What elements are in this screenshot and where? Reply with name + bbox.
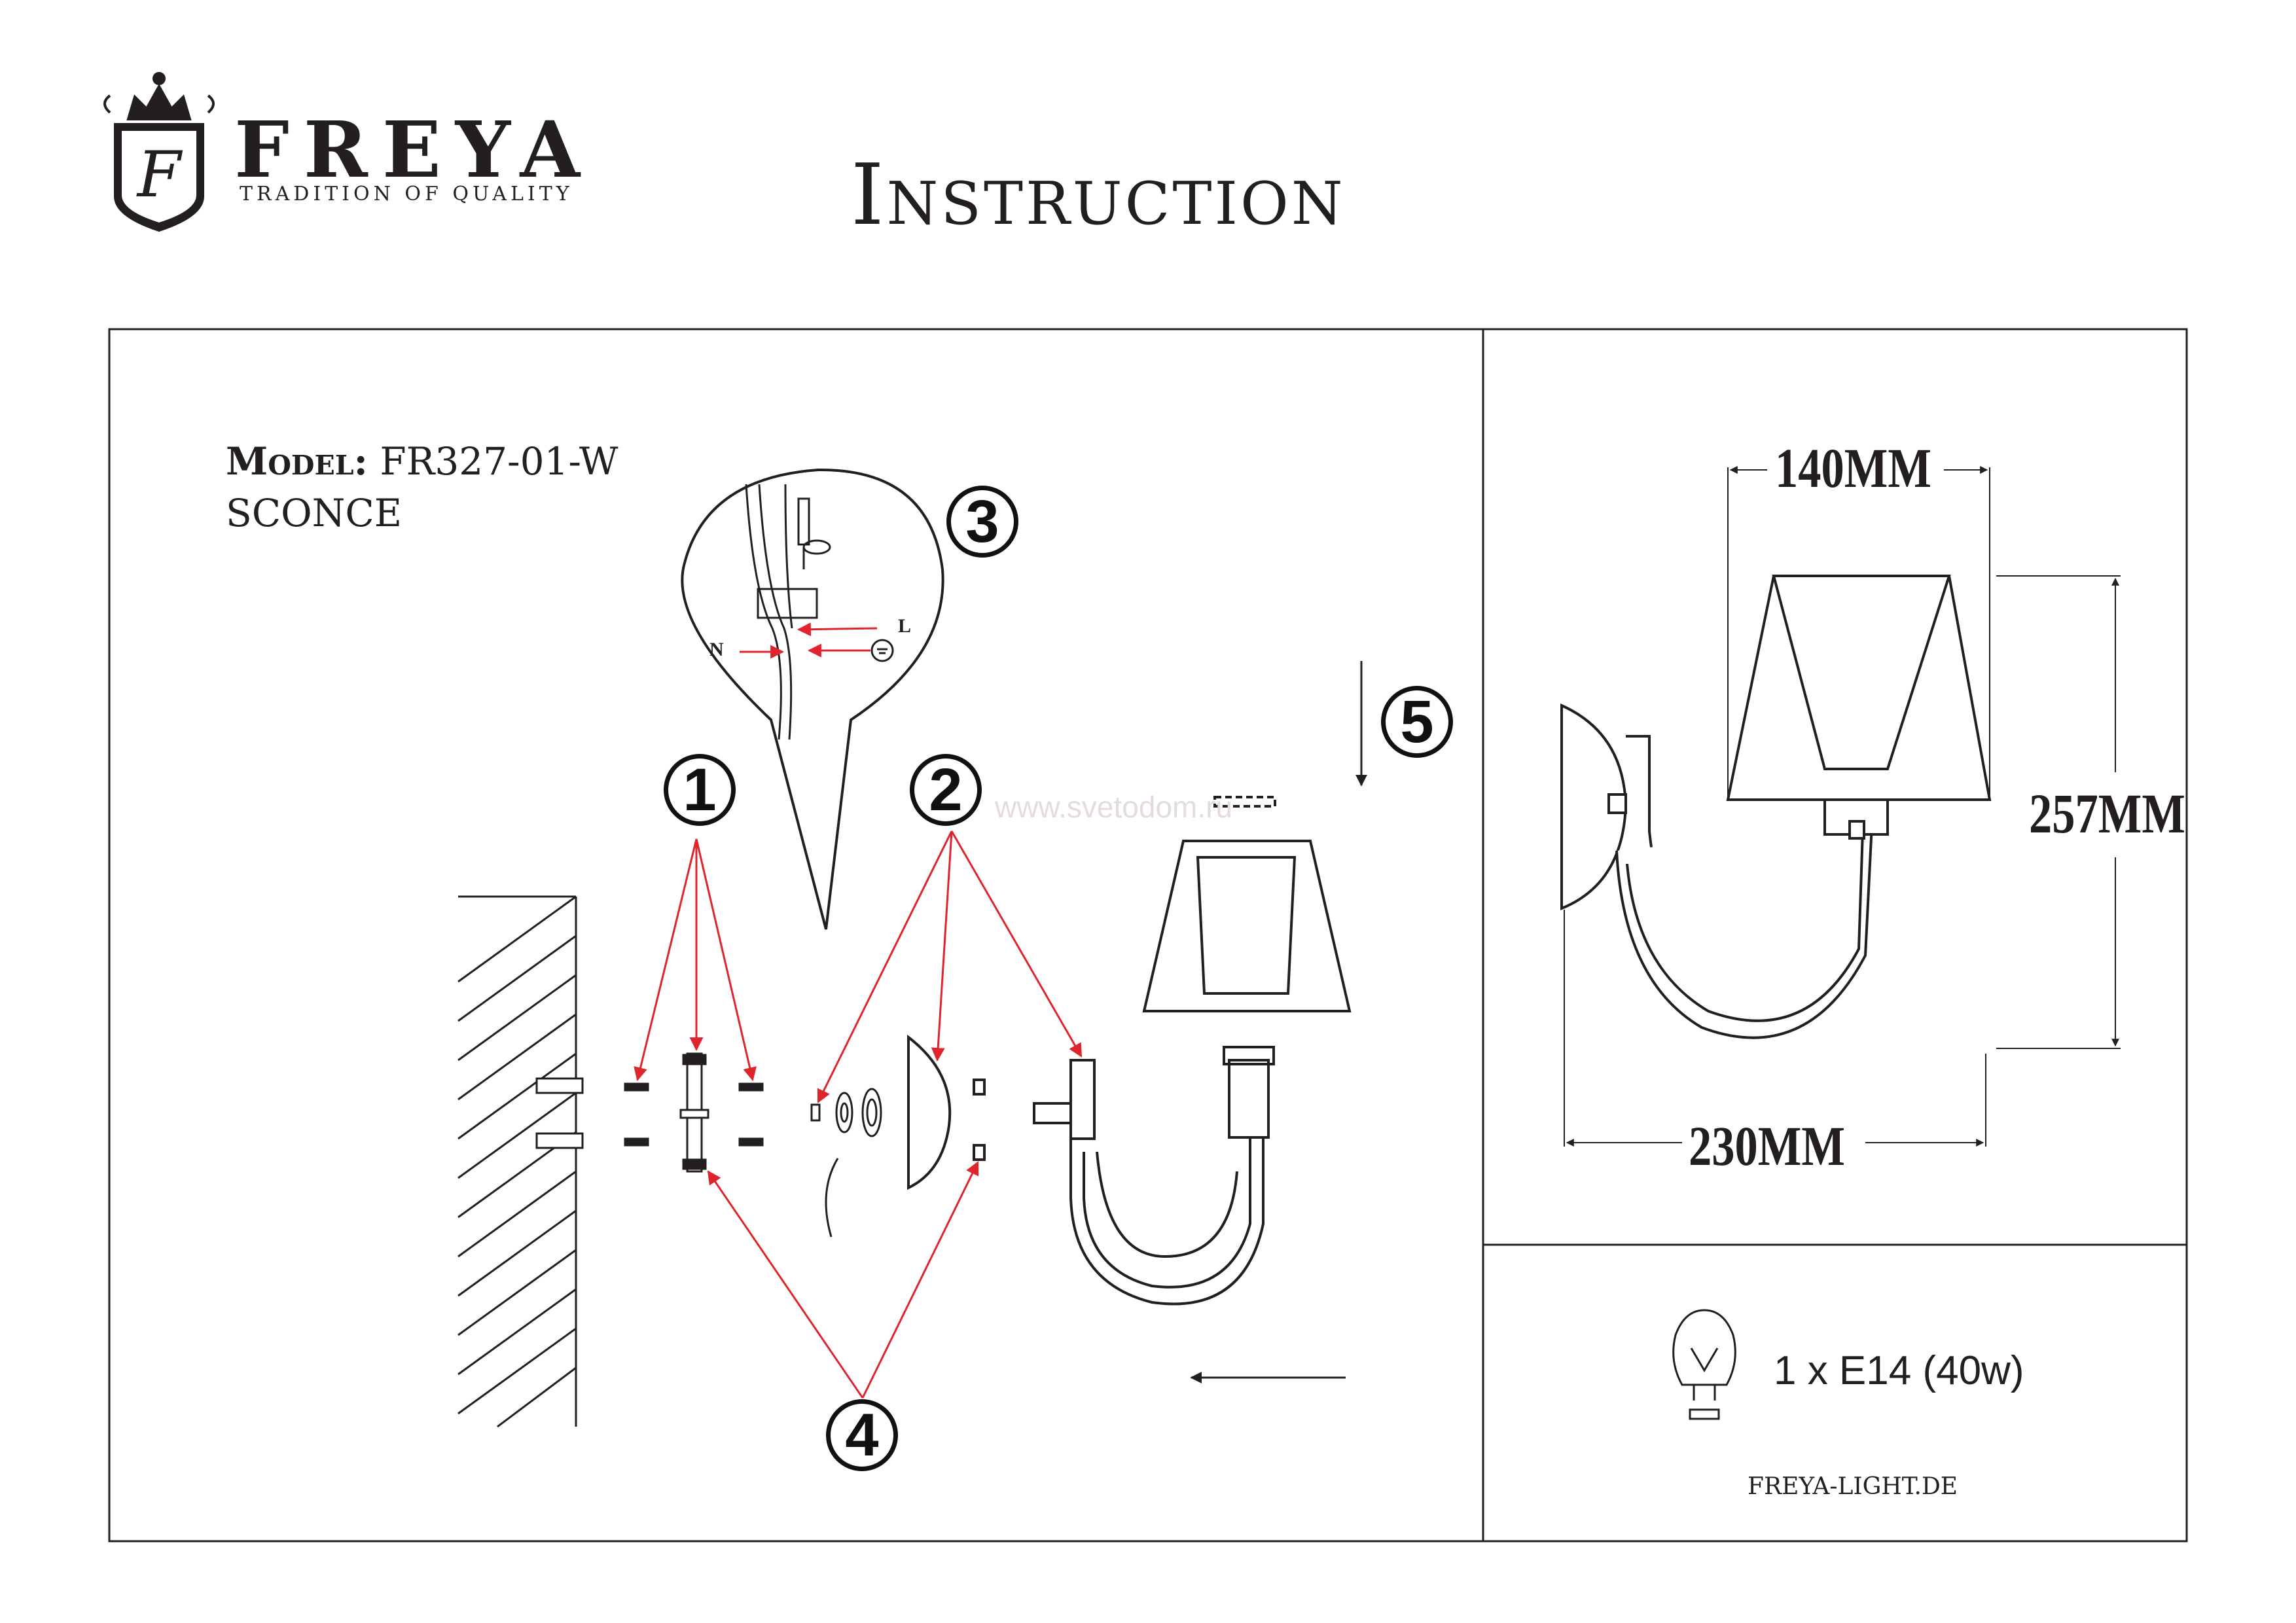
wall-hatching	[457, 895, 584, 1428]
screws	[624, 1082, 764, 1147]
bulb-icon	[1672, 1309, 1736, 1420]
website-link[interactable]: FREYA-LIGHT.DE	[1748, 1473, 1958, 1500]
watermark: www.svetodom.ru	[995, 790, 1233, 824]
live-label: L	[898, 615, 912, 637]
svg-text:F: F	[136, 138, 183, 211]
depth-dimension: 230MM	[1689, 1115, 1845, 1177]
step-4-badge: 4	[826, 1399, 898, 1471]
brand-name: FREYA	[234, 104, 595, 195]
mounting-bar	[679, 1052, 709, 1173]
height-dimension: 257MM	[2029, 782, 2185, 845]
main-frame	[108, 328, 2188, 1543]
washers	[810, 1088, 882, 1238]
wiring-detail	[745, 484, 831, 740]
step-2-badge: 2	[910, 754, 982, 826]
dimension-lines	[1564, 466, 2121, 1147]
wiring-arrows	[740, 622, 878, 659]
canopy	[907, 1034, 986, 1190]
page-title: Instruction	[851, 147, 1346, 244]
model-code: FR327-01-W	[380, 439, 619, 484]
model-label: Model:	[226, 439, 368, 484]
ground-icon	[870, 639, 894, 662]
lampshade	[1142, 796, 1352, 1012]
step-5-badge: 5	[1381, 686, 1453, 758]
bulb-spec: 1 x E14 (40w)	[1774, 1348, 2024, 1393]
neutral-label: N	[709, 639, 724, 660]
brand-tagline: TRADITION OF QUALITY	[240, 183, 573, 205]
step-3-badge: 3	[946, 486, 1018, 558]
step-1-badge: 1	[664, 754, 736, 826]
model-line: Model: FR327-01-W	[226, 442, 618, 480]
logo-crest: F	[103, 72, 215, 232]
wiring-callout	[681, 468, 944, 930]
width-dimension: 140MM	[1775, 437, 1931, 499]
dimension-drawing	[1560, 575, 1992, 1039]
product-type: SCONCE	[226, 491, 403, 535]
lamp-arm	[1033, 1046, 1275, 1306]
leader-arrows	[634, 830, 1083, 1399]
